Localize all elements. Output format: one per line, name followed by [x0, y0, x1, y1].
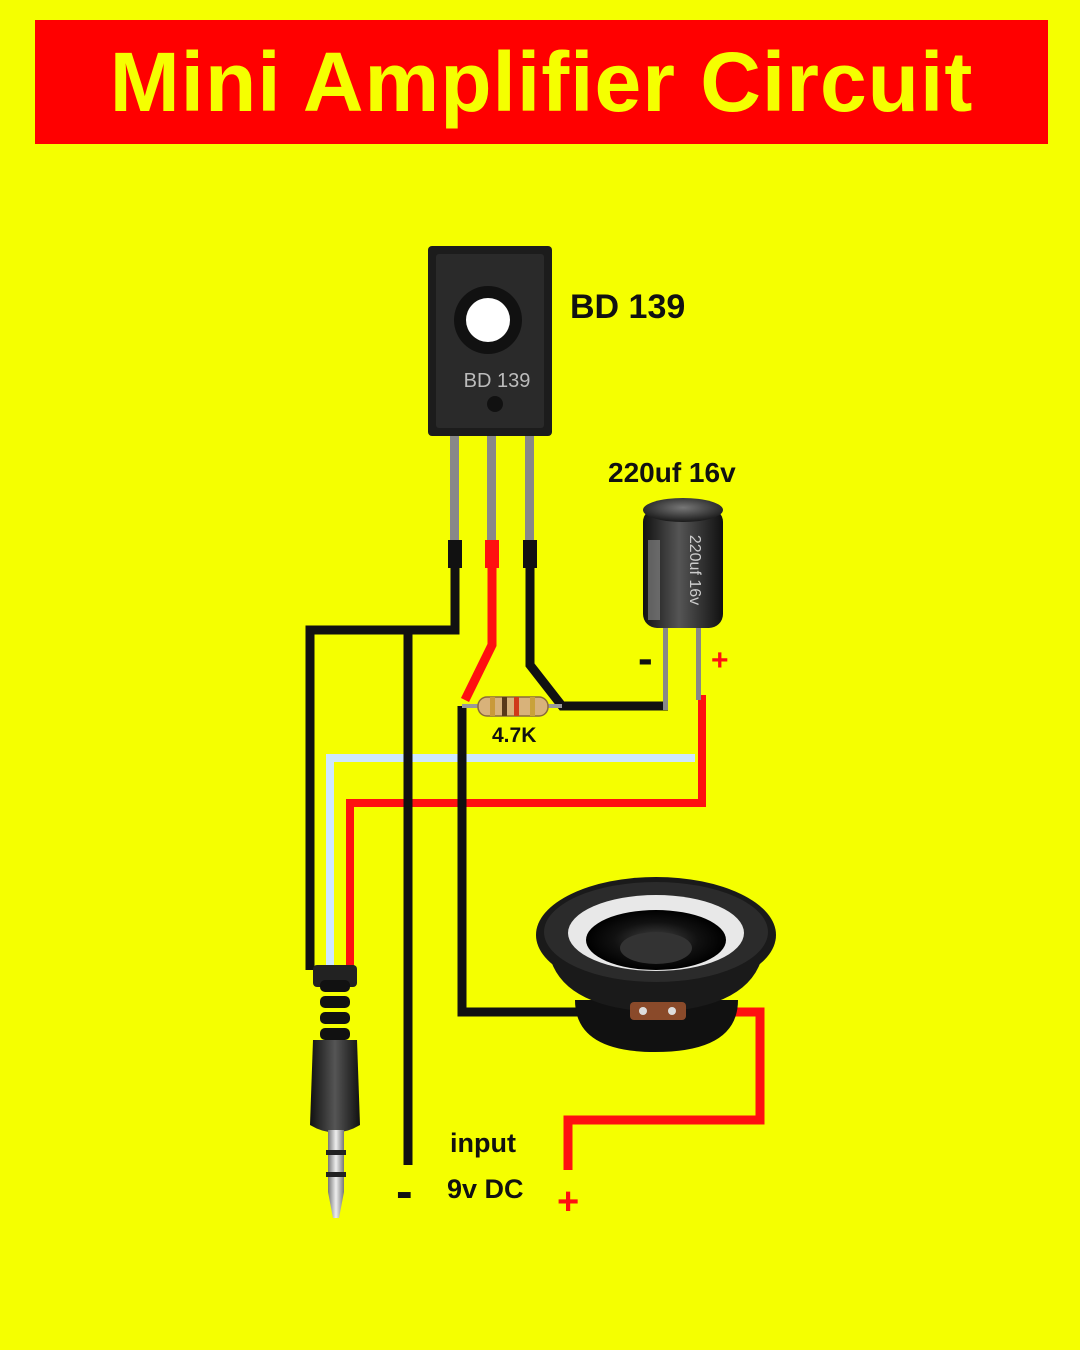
speaker-icon [536, 877, 776, 1052]
capacitor: 220uf 16v [643, 498, 723, 710]
jack-pin [328, 1130, 344, 1192]
title-banner: Mini Amplifier Circuit [35, 20, 1048, 144]
wire-red-base [460, 540, 497, 702]
speaker-dustcap [620, 932, 692, 964]
transistor-marking: BD 139 [464, 370, 531, 392]
resistor-band-1 [490, 697, 495, 716]
resistor-band-2 [502, 697, 507, 716]
capacitor-top [643, 498, 723, 522]
transistor-lead-base [487, 430, 496, 545]
jack-tip [328, 1192, 344, 1218]
transistor: BD 139 [428, 246, 552, 568]
transistor-dimple [487, 396, 503, 412]
resistor-band-3 [514, 697, 519, 716]
wires [305, 540, 765, 1170]
resistor-body [477, 696, 549, 717]
power-minus-sign: - [396, 1163, 413, 1219]
speaker-magnet [575, 1000, 738, 1052]
power-plus-sign: + [557, 1181, 579, 1223]
capacitor-lead-negative [663, 620, 668, 710]
transistor-mount-hole [466, 298, 510, 342]
wire-red-input [346, 695, 706, 970]
jack-strain-relief [320, 980, 350, 1040]
capacitor-body [643, 508, 723, 628]
lead-sleeve-red [485, 540, 499, 568]
wire-black-collector [525, 540, 668, 711]
wire-black-ground [305, 540, 460, 970]
speaker-terminal-pos [668, 1007, 676, 1015]
capacitor-plus-sign: + [711, 644, 729, 677]
speaker-terminal [630, 1002, 686, 1020]
capacitor-stripe [648, 540, 660, 620]
lead-sleeve-black-1 [448, 540, 462, 568]
transistor-lead-emitter [450, 430, 459, 545]
resistor [462, 696, 562, 717]
power-label-voltage: 9v DC [447, 1174, 524, 1204]
speaker-terminal-neg [639, 1007, 647, 1015]
audio-jack-icon [310, 965, 360, 1218]
capacitor-lead-positive [696, 620, 701, 700]
jack-ring-2 [326, 1172, 346, 1177]
resistor-band-4 [530, 697, 535, 716]
lead-sleeve-black-2 [523, 540, 537, 568]
jack-ring-1 [326, 1150, 346, 1155]
page-title: Mini Amplifier Circuit [109, 34, 974, 129]
capacitor-label: 220uf 16v [608, 457, 736, 488]
power-label-input: input [450, 1128, 516, 1158]
capacitor-minus-sign: - [638, 634, 653, 683]
resistor-label: 4.7K [492, 724, 536, 747]
capacitor-marking: 220uf 16v [686, 535, 703, 605]
transistor-label: BD 139 [570, 288, 685, 326]
jack-body [310, 1040, 360, 1133]
transistor-lead-collector [525, 430, 534, 545]
wire-blue-input [326, 754, 695, 970]
